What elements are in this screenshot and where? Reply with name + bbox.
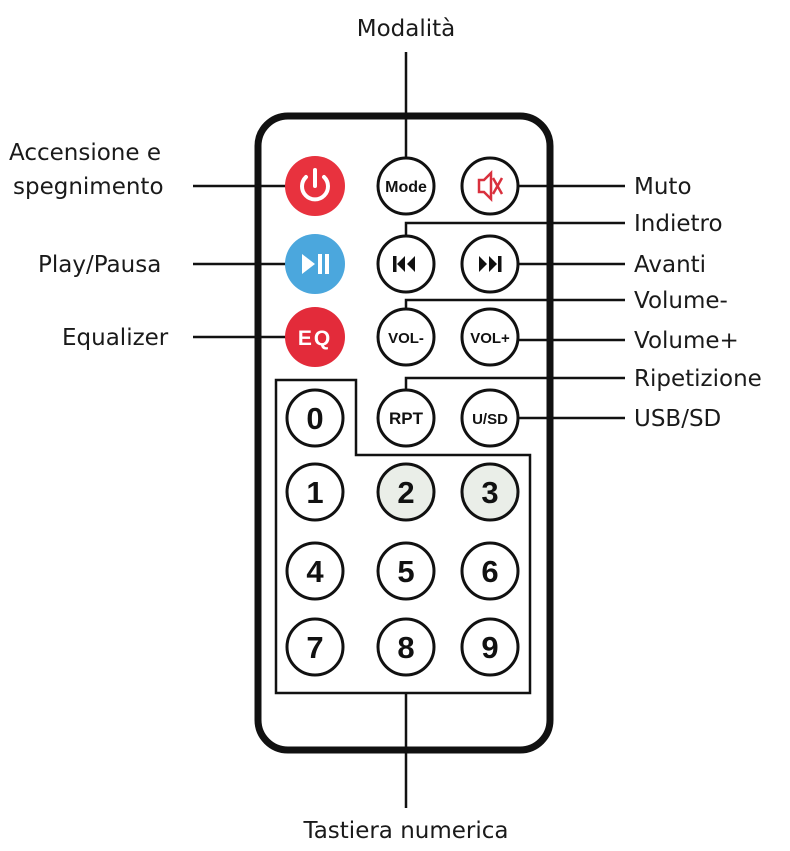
digit-5-button[interactable]: 5 <box>376 541 436 601</box>
label-volume-plus: Volume+ <box>634 328 739 354</box>
leader-ripetizione <box>404 376 625 392</box>
vol-minus-label: VOL- <box>388 330 424 347</box>
digit-3-label: 3 <box>481 475 498 510</box>
mode-button[interactable]: Mode <box>376 156 436 216</box>
label-power-line2: spegnimento <box>13 174 164 200</box>
play-pause-icon <box>302 254 329 274</box>
digit-8-label: 8 <box>397 630 414 665</box>
power-icon <box>300 168 330 202</box>
label-tastiera: Tastiera numerica <box>302 818 508 844</box>
next-button[interactable] <box>460 234 520 294</box>
digit-3-button[interactable]: 3 <box>460 462 520 522</box>
usd-button-label: U/SD <box>472 411 508 428</box>
digit-0-label: 0 <box>306 401 323 436</box>
digit-9-button[interactable]: 9 <box>460 617 520 677</box>
leader-indietro <box>404 221 625 236</box>
rpt-button[interactable]: RPT <box>376 388 436 448</box>
digit-4-label: 4 <box>306 554 324 589</box>
digit-8-button[interactable]: 8 <box>376 617 436 677</box>
label-avanti: Avanti <box>634 252 706 278</box>
digit-2-label: 2 <box>397 475 414 510</box>
mute-button[interactable] <box>460 156 520 216</box>
label-play-pausa: Play/Pausa <box>38 252 161 278</box>
mute-speaker-icon <box>477 169 504 203</box>
rpt-button-label: RPT <box>389 409 424 428</box>
digit-7-button[interactable]: 7 <box>285 617 345 677</box>
label-equalizer: Equalizer <box>62 325 169 351</box>
label-indietro: Indietro <box>634 211 723 237</box>
vol-minus-button[interactable]: VOL- <box>376 307 436 367</box>
power-button[interactable] <box>285 156 345 216</box>
leader-volume-minus <box>404 298 625 310</box>
digit-1-button[interactable]: 1 <box>285 462 345 522</box>
vol-plus-button[interactable]: VOL+ <box>460 307 520 367</box>
previous-button[interactable] <box>376 234 436 294</box>
digit-6-button[interactable]: 6 <box>460 541 520 601</box>
mode-button-label: Mode <box>385 179 427 196</box>
digit-4-button[interactable]: 4 <box>285 541 345 601</box>
skip-next-icon <box>479 256 502 272</box>
digit-5-label: 5 <box>397 554 414 589</box>
leader-lines <box>193 52 625 808</box>
eq-button[interactable]: EQ <box>285 307 345 367</box>
label-volume-minus: Volume- <box>634 288 728 314</box>
digit-0-button[interactable]: 0 <box>285 388 345 448</box>
digit-1-label: 1 <box>306 475 323 510</box>
vol-plus-label: VOL+ <box>470 330 510 347</box>
eq-button-label: EQ <box>298 327 332 350</box>
digit-6-label: 6 <box>481 554 498 589</box>
digit-7-label: 7 <box>306 630 323 665</box>
label-ripetizione: Ripetizione <box>634 366 762 392</box>
skip-previous-icon <box>393 256 415 272</box>
keypad-outline <box>274 378 532 695</box>
digit-9-label: 9 <box>481 630 498 665</box>
label-muto: Muto <box>634 174 692 200</box>
usd-button[interactable]: U/SD <box>460 388 520 448</box>
label-power-line1: Accensione e <box>9 140 161 166</box>
play-pause-button[interactable] <box>285 234 345 294</box>
label-usb-sd: USB/SD <box>634 406 721 432</box>
label-modalita: Modalità <box>357 16 456 42</box>
digit-2-button[interactable]: 2 <box>376 462 436 522</box>
